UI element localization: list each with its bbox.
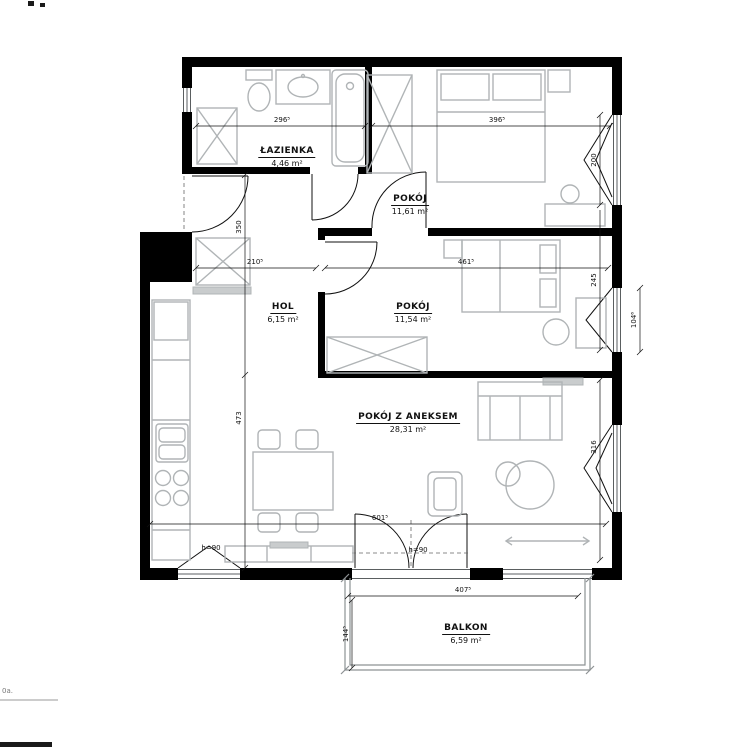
bedroom2-door: [324, 241, 378, 295]
svg-text:104⁶: 104⁶: [630, 312, 638, 328]
sill-note-balcony: h=90: [408, 546, 427, 554]
living-kitchen-furniture: [151, 299, 563, 563]
dining-table: [252, 429, 334, 533]
room-label-pokoj2: POKÓJ 11,54 m²: [394, 294, 432, 324]
svg-text:296⁵: 296⁵: [274, 116, 290, 124]
interior-walls: [192, 67, 612, 378]
windows: [177, 88, 621, 579]
dim-balcony-width: 407⁵: [344, 586, 582, 600]
sofa: [477, 381, 563, 441]
bathroom-fixtures: [196, 69, 369, 167]
room-label-hol: HOL 6,15 m²: [267, 294, 298, 324]
bedroom1-door: [371, 171, 427, 229]
room-area: 11,54 m²: [394, 315, 432, 324]
armchair: [427, 471, 463, 517]
room-area: 6,15 m²: [267, 315, 299, 324]
dim-bath-width: 296⁵: [192, 116, 369, 130]
room-name: POKÓJ Z ANEKSEM: [356, 412, 460, 424]
svg-text:396⁵: 396⁵: [489, 116, 505, 124]
dim-right-window-mid: 104⁶: [630, 284, 644, 356]
bathroom-door: [311, 173, 359, 221]
svg-text:473: 473: [235, 411, 243, 424]
washbasin: [275, 69, 331, 105]
room-name: ŁAZIENKA: [258, 146, 316, 158]
tv-bench: [224, 541, 354, 563]
bedroom2-wardrobe: [326, 336, 428, 374]
svg-text:316: 316: [590, 440, 598, 454]
bedroom2-furniture: [326, 239, 607, 386]
dim-left-chain: 350 473: [235, 171, 249, 572]
svg-text:245: 245: [590, 273, 598, 286]
dim-right-bottom: 316: [590, 376, 604, 564]
kitchen-sink: [155, 423, 189, 463]
room-label-lazienka: ŁAZIENKA 4,46 m²: [258, 138, 316, 168]
window-bottom-left: [177, 545, 241, 579]
entrance-door: [183, 175, 249, 233]
kitchen-counter: [151, 299, 191, 561]
svg-text:601⁵: 601⁵: [372, 514, 388, 522]
room-area: 11,61 m²: [391, 207, 429, 216]
corner-note: 0a.: [2, 687, 13, 695]
nightstand: [547, 69, 571, 93]
nightstand: [443, 239, 463, 259]
room-label-balkon: BALKON 6,59 m²: [442, 615, 490, 645]
balcony: [340, 573, 595, 675]
dim-hol-width: 210⁵: [192, 258, 320, 272]
room-name: POKÓJ: [394, 302, 432, 314]
room-area: 6,59 m²: [450, 636, 482, 645]
bathtub: [331, 69, 369, 167]
hall-wardrobe: [192, 237, 252, 295]
sill-note-left: h=90: [201, 544, 220, 552]
svg-text:461⁵: 461⁵: [458, 258, 474, 266]
room-area: 28,31 m²: [389, 425, 427, 434]
room-name: HOL: [269, 302, 297, 314]
svg-text:350: 350: [235, 220, 243, 233]
washing-machine: [196, 107, 238, 165]
dim-room2-width: 461⁵: [321, 258, 612, 272]
sheet-artifacts: [0, 1, 58, 747]
svg-text:407⁵: 407⁵: [455, 586, 471, 594]
balcony-door: [352, 513, 470, 579]
svg-text:210⁵: 210⁵: [247, 258, 263, 266]
svg-text:200: 200: [590, 153, 598, 166]
dim-room1-width: 396⁵: [368, 116, 614, 130]
room-area: 4,46 m²: [271, 159, 303, 168]
window-left-small: [183, 88, 191, 112]
dim-living-width: 601⁵: [146, 514, 610, 528]
bedroom2-bed: [461, 239, 561, 313]
room-label-pokoj1: POKÓJ 11,61 m²: [391, 186, 429, 216]
dim-right-window-top: 200: [590, 111, 604, 209]
room-label-pokoj-z-aneksem: POKÓJ Z ANEKSEM 28,31 m²: [356, 404, 460, 434]
round-armchair: [495, 460, 555, 510]
window-right-top: [583, 114, 621, 206]
hall-furniture: [192, 237, 252, 295]
dimension-lines: 296⁵ 396⁵ 210⁵ 461⁵ 601⁵: [146, 111, 644, 672]
dim-right-mid: 245: [590, 210, 604, 354]
window-right-bottom: [583, 424, 621, 513]
kitchen-stove: [154, 469, 190, 507]
outer-walls: [140, 57, 622, 580]
window-bottom-right: [503, 536, 592, 579]
room-name: POKÓJ: [391, 194, 429, 206]
svg-text:144⁵: 144⁵: [342, 626, 350, 642]
toilet: [245, 69, 273, 112]
dim-balcony-depth: 144⁵: [342, 596, 356, 672]
bedroom2-desk: [542, 297, 607, 349]
bedroom1-desk: [544, 184, 606, 227]
doors: [183, 171, 470, 579]
room-name: BALKON: [442, 623, 490, 635]
